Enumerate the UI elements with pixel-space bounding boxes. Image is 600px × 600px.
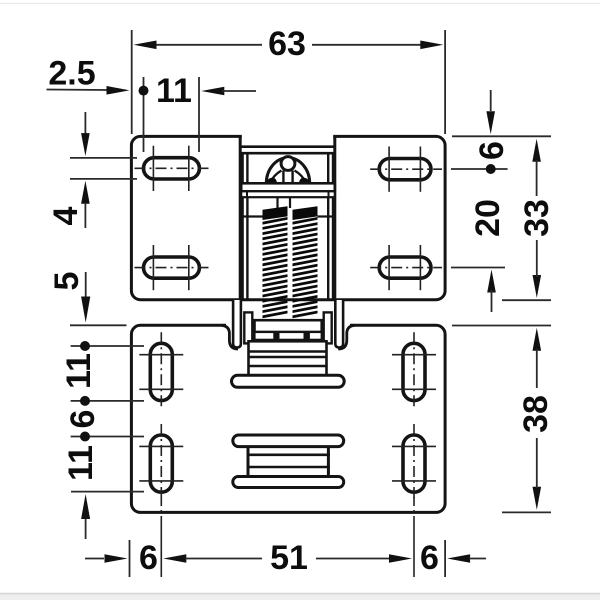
svg-text:33: 33 <box>518 199 556 237</box>
svg-text:51: 51 <box>270 539 308 577</box>
svg-text:6: 6 <box>420 539 439 577</box>
svg-text:2.5: 2.5 <box>48 55 95 93</box>
svg-text:5: 5 <box>48 272 86 291</box>
svg-text:6: 6 <box>64 410 102 429</box>
svg-text:63: 63 <box>268 25 306 63</box>
svg-text:6: 6 <box>139 539 158 577</box>
svg-text:11: 11 <box>60 353 98 389</box>
svg-text:6: 6 <box>473 141 511 160</box>
svg-text:38: 38 <box>517 395 555 433</box>
svg-text:11: 11 <box>62 445 100 481</box>
svg-text:4: 4 <box>47 206 85 225</box>
svg-text:11: 11 <box>156 72 192 110</box>
svg-text:20: 20 <box>469 199 507 237</box>
